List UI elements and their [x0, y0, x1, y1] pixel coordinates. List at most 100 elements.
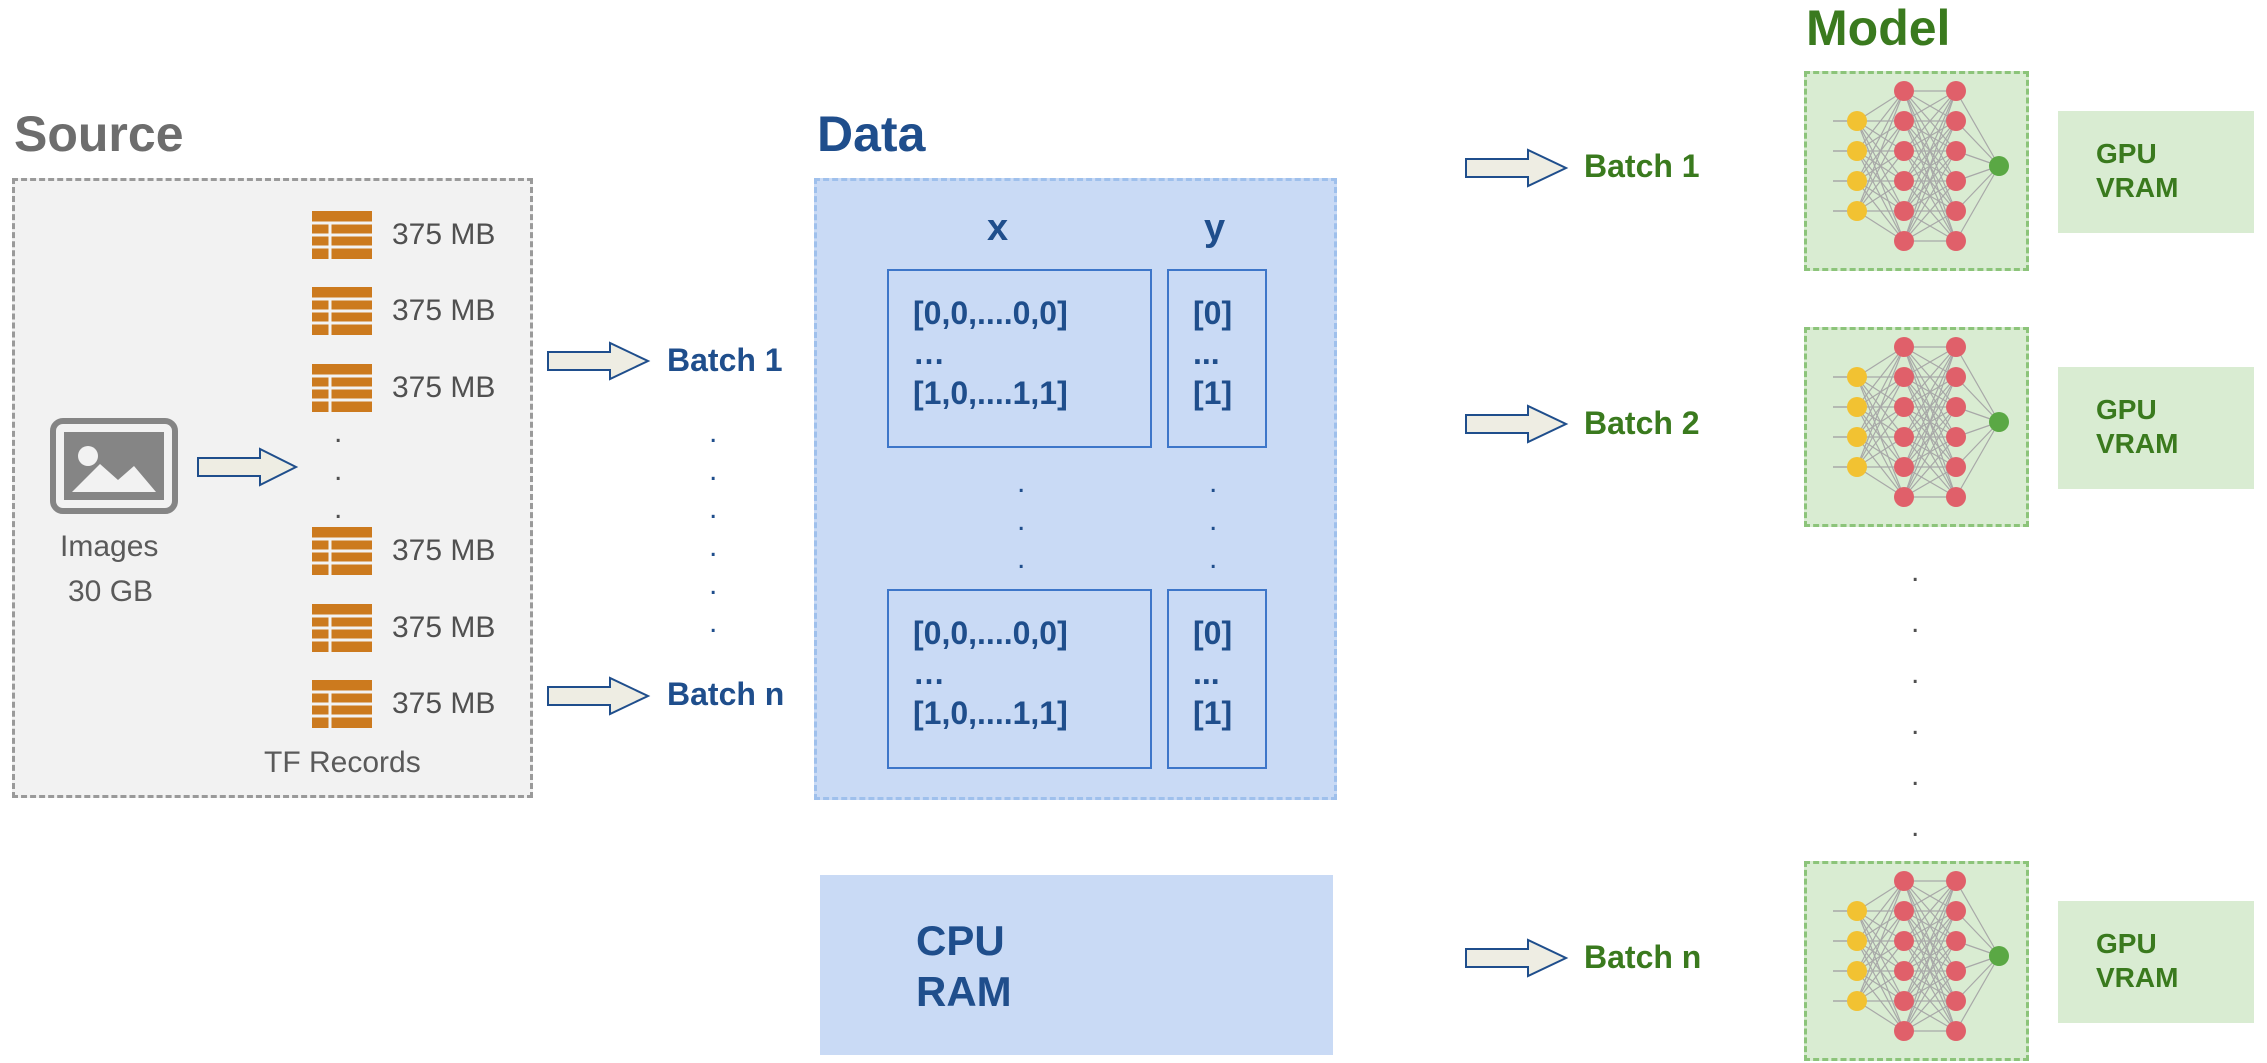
neuron-node — [1847, 991, 1867, 1011]
neuron-node — [1894, 337, 1914, 357]
neuron-node — [1847, 931, 1867, 951]
ellipsis-dot: . — [709, 568, 718, 601]
connection-line — [1955, 346, 2000, 423]
y-matrix-values: [0] ... [1] — [1193, 295, 1233, 411]
cpu-ram-label: CPU RAM — [916, 915, 1012, 1017]
model-box — [1804, 327, 2029, 527]
ellipsis-dot: . — [1911, 708, 1920, 741]
connection-line — [1903, 940, 1957, 1032]
neuron-node — [1894, 141, 1914, 161]
connection-line — [1955, 376, 2000, 423]
connection-line — [1856, 940, 1905, 1002]
tf-records-label: TF Records — [264, 746, 421, 779]
connection-line — [1856, 376, 1905, 468]
connection-line — [1903, 880, 1957, 972]
connection-line — [1903, 406, 1957, 498]
neuron-node — [1946, 141, 1966, 161]
connection-line — [1903, 346, 1957, 438]
x-header: x — [987, 207, 1009, 249]
neuron-node — [1989, 412, 2009, 432]
batch-label-last: Batch n — [667, 676, 785, 712]
connection-line — [1856, 346, 1905, 468]
connection-line — [1856, 346, 1905, 408]
connection-line — [1856, 90, 1905, 182]
x-matrix-values: [0,0,....0,0] … [1,0,....1,1] — [913, 615, 1068, 731]
connection-line — [1955, 955, 2000, 1002]
neural-network-icon — [1833, 81, 2009, 251]
cpu-ram-box — [820, 875, 1333, 1055]
gpu-vram-box: GPU VRAM — [2058, 111, 2254, 233]
connection-line — [1903, 466, 1957, 498]
ellipsis-dot: . — [709, 530, 718, 563]
record-size: 375 MB — [392, 218, 496, 251]
neuron-node — [1847, 171, 1867, 191]
ellipsis-dot: . — [1209, 542, 1218, 575]
vram-label: VRAM — [2096, 172, 2179, 203]
record-size: 375 MB — [392, 534, 496, 567]
arrow-right-icon — [1465, 404, 1569, 444]
y-matrix-block: [0] ... [1] — [1167, 269, 1267, 448]
neuron-node — [1946, 457, 1966, 477]
ellipsis-dot: . — [1911, 759, 1920, 792]
neuron-node — [1946, 81, 1966, 101]
connection-line — [1903, 346, 1957, 408]
neuron-node — [1894, 991, 1914, 1011]
connection-line — [1856, 880, 1905, 942]
neuron-node — [1847, 201, 1867, 221]
neuron-node — [1894, 367, 1914, 387]
neuron-node — [1894, 961, 1914, 981]
connection-line — [1955, 880, 2000, 957]
table-icon — [312, 287, 372, 335]
connection-line — [1903, 90, 1957, 122]
neuron-node — [1894, 201, 1914, 221]
connection-line — [1903, 436, 1957, 498]
connection-line — [1903, 180, 1957, 242]
neural-network-icon — [1833, 871, 2009, 1041]
model-title: Model — [1806, 0, 1951, 56]
neuron-node — [1847, 961, 1867, 981]
ellipsis-dot: . — [1017, 504, 1026, 537]
model-batch-label: Batch 1 — [1584, 148, 1700, 184]
connection-line — [1903, 880, 1957, 912]
connection-line — [1856, 880, 1905, 972]
ellipsis-dot: . — [1017, 542, 1026, 575]
neuron-node — [1946, 487, 1966, 507]
connection-line — [1903, 346, 1957, 498]
neuron-node — [1946, 961, 1966, 981]
images-size: 30 GB — [68, 575, 154, 608]
vram-label: VRAM — [2096, 962, 2179, 993]
connection-line — [1955, 910, 2000, 957]
ellipsis-dot: . — [709, 454, 718, 487]
neuron-node — [1894, 901, 1914, 921]
connection-line — [1955, 120, 2000, 167]
table-icon — [312, 527, 372, 575]
neuron-node — [1946, 1021, 1966, 1041]
ellipsis-dot: . — [709, 606, 718, 639]
connection-line — [1856, 346, 1905, 438]
connection-line — [1903, 376, 1957, 498]
neuron-node — [1946, 337, 1966, 357]
gpu-label: GPU — [2096, 138, 2157, 169]
neuron-node — [1946, 111, 1966, 131]
connection-line — [1903, 346, 1957, 468]
neuron-node — [1946, 231, 1966, 251]
connection-line — [1955, 955, 2000, 1032]
neuron-node — [1989, 156, 2009, 176]
neuron-node — [1946, 171, 1966, 191]
neuron-node — [1847, 457, 1867, 477]
ellipsis-dot: . — [1911, 810, 1920, 843]
image-icon — [50, 418, 178, 514]
neuron-node — [1946, 901, 1966, 921]
data-container — [814, 178, 1337, 800]
vram-label: VRAM — [2096, 428, 2179, 459]
table-icon — [312, 604, 372, 652]
connection-line — [1856, 880, 1905, 1002]
neuron-node — [1847, 397, 1867, 417]
neuron-node — [1946, 397, 1966, 417]
record-size: 375 MB — [392, 687, 496, 720]
y-matrix-values: [0] ... [1] — [1193, 615, 1233, 731]
neuron-node — [1946, 991, 1966, 1011]
source-title: Source — [14, 106, 184, 162]
table-icon — [312, 680, 372, 728]
connection-line — [1856, 90, 1905, 212]
